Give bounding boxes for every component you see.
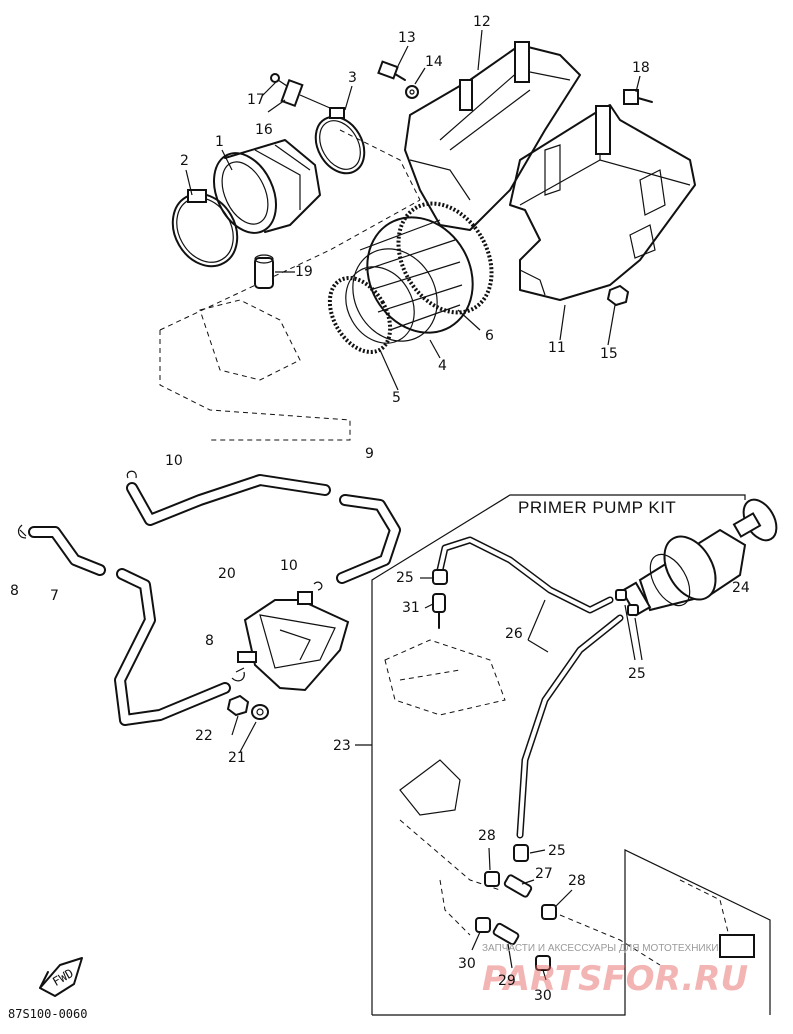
label-27: 27 xyxy=(535,866,553,882)
nut-15 xyxy=(606,284,630,307)
label-29: 29 xyxy=(498,973,516,989)
leader-lines-upper xyxy=(185,29,641,391)
label-31: 31 xyxy=(402,600,420,616)
label-11: 11 xyxy=(548,340,566,356)
label-19: 19 xyxy=(295,264,313,280)
watermark-logo: PARTSFOR.RU xyxy=(482,959,748,999)
label-21: 21 xyxy=(228,750,246,766)
bolt-18 xyxy=(623,89,653,105)
label-4: 4 xyxy=(438,358,447,374)
label-28-right: 28 xyxy=(568,873,586,889)
fuel-pump xyxy=(237,591,350,692)
label-10-upper: 10 xyxy=(165,453,183,469)
label-17: 17 xyxy=(247,92,265,108)
label-25-bottom: 25 xyxy=(548,843,566,859)
air-box-cover xyxy=(404,41,581,231)
air-box xyxy=(509,104,696,301)
label-25-top: 25 xyxy=(396,570,414,586)
bolt-22-washer-21 xyxy=(226,694,269,753)
label-13: 13 xyxy=(398,30,416,46)
air-joint xyxy=(213,139,321,234)
label-7: 7 xyxy=(50,588,59,604)
hose-26 xyxy=(436,536,624,839)
seal-ring-6 xyxy=(396,201,494,315)
label-18: 18 xyxy=(632,60,650,76)
label-10-lower: 10 xyxy=(280,558,298,574)
primer-pump xyxy=(620,498,778,617)
label-30-right: 30 xyxy=(534,988,552,1004)
label-8-pump: 8 xyxy=(205,633,214,649)
bolt-17-and-clip-16 xyxy=(270,73,331,109)
watermark-tagline: ЗАПЧАСТИ И АКСЕССУАРЫ ДЛЯ МОТОТЕХНИКИ xyxy=(482,943,719,954)
label-3: 3 xyxy=(348,70,357,86)
fwd-arrow-icon: FWD xyxy=(39,957,83,997)
air-filter-element xyxy=(345,216,474,344)
small-fittings xyxy=(471,847,573,981)
bolt-13-washer-14 xyxy=(377,60,419,99)
kit-title: PRIMER PUMP KIT xyxy=(518,498,676,517)
label-28-left: 28 xyxy=(478,828,496,844)
part-labels: 1 2 3 4 5 6 7 8 8 9 10 10 11 12 13 14 15… xyxy=(10,14,750,1004)
ring-5 xyxy=(327,276,393,354)
label-25-right: 25 xyxy=(628,666,646,682)
primer-kit-frame xyxy=(355,494,771,1016)
label-20: 20 xyxy=(218,566,236,582)
document-code: 87S100-0060 xyxy=(8,1007,87,1021)
label-1: 1 xyxy=(215,134,224,150)
pipe-19 xyxy=(254,254,274,289)
engine-outline-upper xyxy=(159,129,421,441)
label-9: 9 xyxy=(365,446,374,462)
label-24: 24 xyxy=(732,580,750,596)
clips xyxy=(17,470,323,682)
label-15: 15 xyxy=(600,346,618,362)
label-16: 16 xyxy=(255,122,273,138)
label-8-left: 8 xyxy=(10,583,19,599)
engine-outline-lower xyxy=(384,639,755,966)
label-26: 26 xyxy=(505,626,523,642)
label-23: 23 xyxy=(333,738,351,754)
hose-9 xyxy=(126,474,401,584)
label-30-left: 30 xyxy=(458,956,476,972)
fittings-25-31 xyxy=(420,569,643,862)
label-14: 14 xyxy=(425,54,443,70)
clamp-3 xyxy=(314,107,366,175)
clamp-2 xyxy=(171,189,239,268)
label-22: 22 xyxy=(195,728,213,744)
hose-7 xyxy=(28,526,231,726)
label-2: 2 xyxy=(180,153,189,169)
label-12: 12 xyxy=(473,14,491,30)
label-6: 6 xyxy=(485,328,494,344)
label-5: 5 xyxy=(392,390,401,406)
